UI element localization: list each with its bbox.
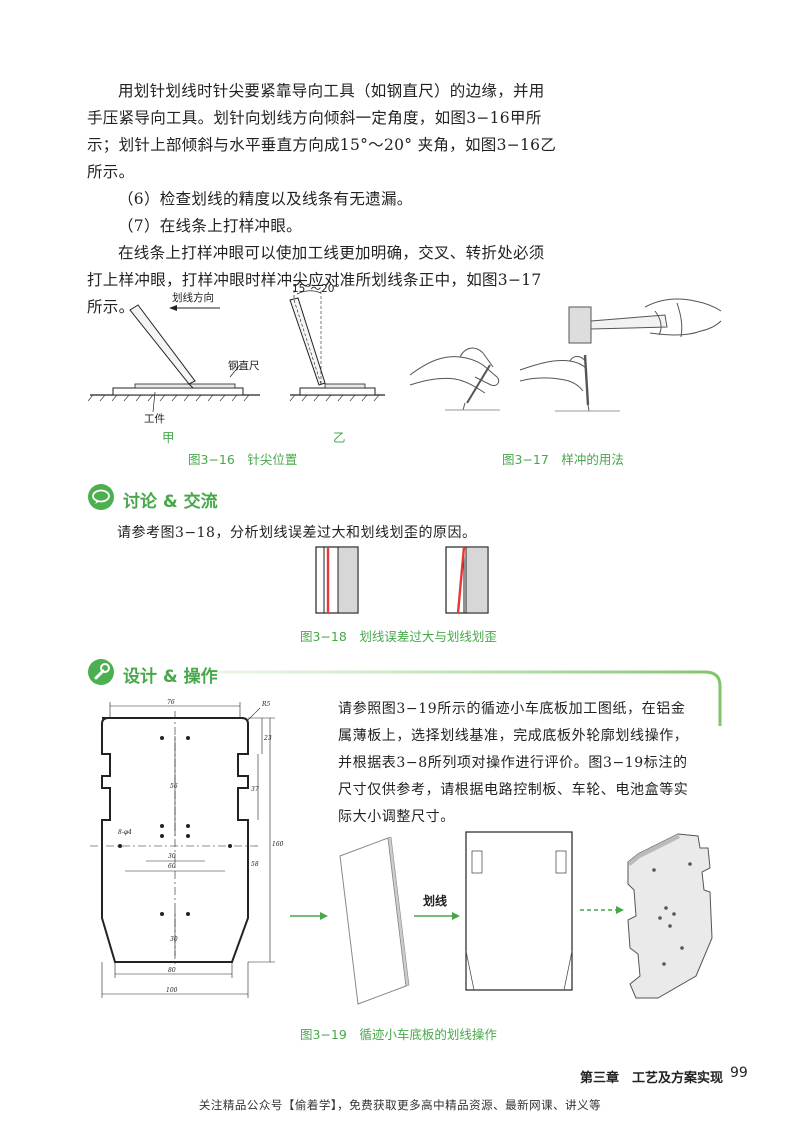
- svg-text:8-φ4: 8-φ4: [118, 829, 132, 836]
- svg-text:23: 23: [263, 735, 272, 742]
- direction-label: 划线方向: [172, 292, 214, 304]
- design-text: 请参照图3−19所示的循迹小车底板加工图纸，在铝金属薄板上，选择划线基准，完成底…: [338, 701, 689, 825]
- figure-3-17-drawing: [409, 298, 722, 412]
- svg-text:60: 60: [168, 863, 176, 870]
- svg-text:37: 37: [251, 786, 259, 793]
- page-number: 99: [730, 1065, 748, 1081]
- svg-text:160: 160: [272, 841, 284, 848]
- sublabel-b: 乙: [333, 430, 346, 445]
- sublabel-a: 甲: [162, 430, 175, 445]
- svg-text:58: 58: [251, 861, 259, 868]
- paragraph-1: 用划针划线时针尖要紧靠导向工具（如钢直尺）的边缘，并用手压紧导向工具。划针向划线…: [87, 82, 557, 181]
- svg-text:76: 76: [167, 699, 175, 706]
- promo-note: 关注精品公众号【偷着学】，免费获取更多高中精品资源、最新网课、讲义等: [198, 1098, 602, 1112]
- blank-sheet: [339, 837, 407, 1005]
- workpiece-label: 工件: [144, 413, 165, 425]
- chassis-drawing: 76 R5 56 8-φ4 30 60 30 80 100 23 37 58 1…: [90, 699, 284, 998]
- process-flow: [290, 831, 713, 1005]
- discuss-text: 请参考图3−18，分析划线误差过大和划线划歪的原因。: [117, 525, 477, 541]
- paragraph-2: （6）检查划线的精度以及线条有无遗漏。: [118, 190, 413, 208]
- step-label: 划线: [423, 894, 448, 908]
- figure-3-16-caption: 图3−16 针尖位置: [188, 452, 298, 467]
- body-text: 用划针划线时针尖要紧靠导向工具（如钢直尺）的边缘，并用手压紧导向工具。划针向划线…: [87, 78, 557, 321]
- figure-3-18-caption: 图3−18 划线误差过大与划线划歪: [300, 629, 497, 644]
- figure-3-17-caption: 图3−17 样冲的用法: [502, 452, 624, 467]
- wrench-icon: [88, 659, 114, 685]
- svg-text:30: 30: [168, 853, 176, 860]
- paragraph-3: （7）在线条上打样冲眼。: [118, 217, 302, 235]
- figure-3-16-drawing: [87, 288, 385, 413]
- svg-text:R5: R5: [261, 701, 271, 708]
- chapter-title: 第三章 工艺及方案实现: [580, 1071, 724, 1086]
- section-rule: [200, 670, 722, 726]
- speech-bubble-icon: [88, 484, 114, 510]
- svg-text:56: 56: [170, 783, 178, 790]
- paragraph-4: 在线条上打样冲眼可以使加工线更加明确，交叉、转折处必须打上样冲眼，打样冲眼时样冲…: [87, 244, 545, 316]
- figure-3-19-caption: 图3−19 循迹小车底板的划线操作: [300, 1027, 497, 1042]
- figure-3-18-drawing: [315, 546, 489, 614]
- svg-text:80: 80: [168, 967, 176, 974]
- svg-text:30: 30: [170, 936, 178, 943]
- discuss-title: 讨论 & 交流: [123, 492, 218, 512]
- angle-label: 15°～20°: [292, 283, 340, 295]
- design-title: 设计 & 操作: [123, 667, 218, 687]
- ruler-label: 钢直尺: [228, 360, 260, 372]
- finished-plate: [627, 833, 713, 999]
- svg-text:100: 100: [166, 987, 178, 994]
- scribed-sheet: [465, 831, 573, 991]
